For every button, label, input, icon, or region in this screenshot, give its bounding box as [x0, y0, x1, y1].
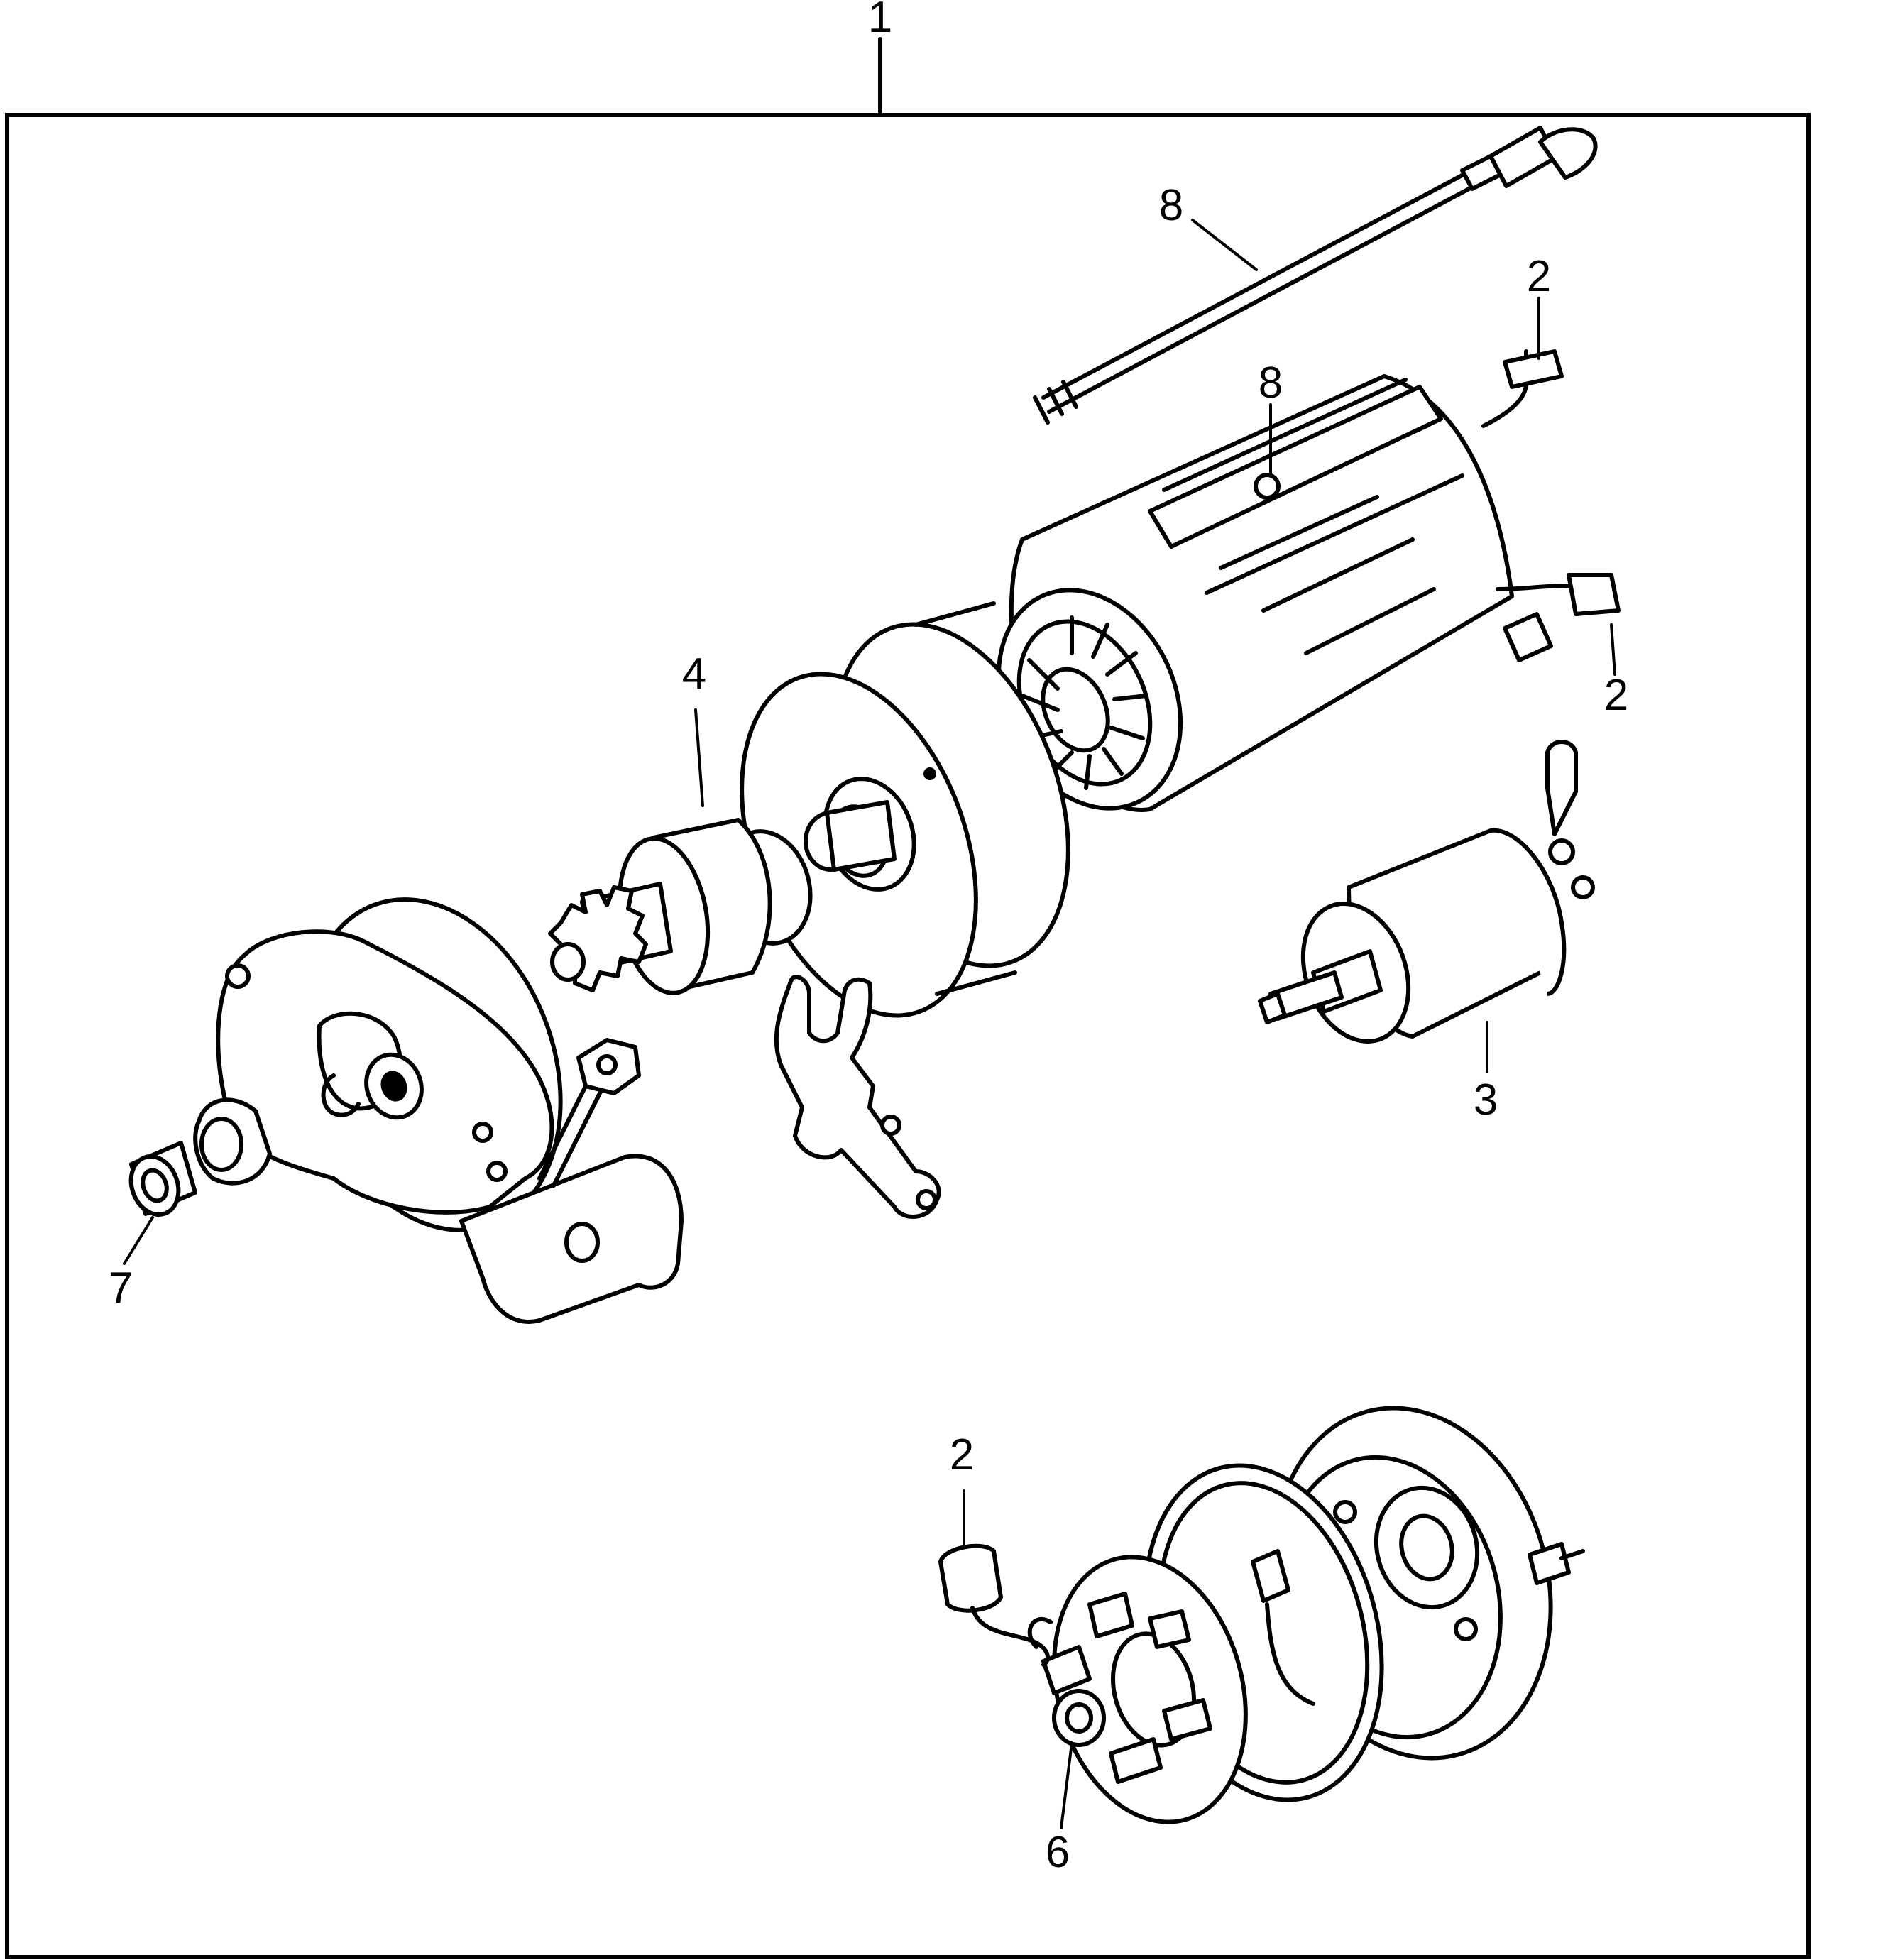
callout-2-bottom: 2: [950, 1430, 974, 1479]
brush-holder: [1027, 1555, 1248, 1824]
callout-2-right: 2: [1604, 671, 1628, 720]
leader-through-bolt: [1191, 219, 1258, 271]
through-bolt: [1033, 126, 1598, 425]
bushing: [128, 1141, 197, 1217]
callout-8-yoke-screw: 8: [1259, 358, 1283, 407]
leader-lead-wire-right: [1610, 623, 1616, 676]
callout-3: 3: [1474, 1075, 1498, 1124]
callout-2-top: 2: [1527, 252, 1551, 301]
callout-7: 7: [109, 1264, 133, 1313]
drive-housing: [193, 897, 684, 1324]
leader-overrunning-clutch: [694, 708, 704, 807]
leader-brush-holder: [1060, 1741, 1073, 1829]
callout-1: 1: [868, 0, 892, 42]
assembly-frame: [5, 113, 1811, 1959]
magnetic-switch: [1258, 740, 1595, 1044]
overrunning-clutch: [548, 818, 813, 995]
yoke-field-frame: [987, 349, 1621, 812]
callout-6: 6: [1046, 1828, 1070, 1877]
lead-wire-bottom: [938, 1543, 1050, 1667]
shift-lever: [774, 975, 941, 1219]
leader-bushing: [123, 1216, 154, 1265]
callout-8-through-bolt: 8: [1159, 181, 1183, 230]
callout-4: 4: [682, 650, 706, 699]
armature-shaft: [804, 800, 897, 872]
